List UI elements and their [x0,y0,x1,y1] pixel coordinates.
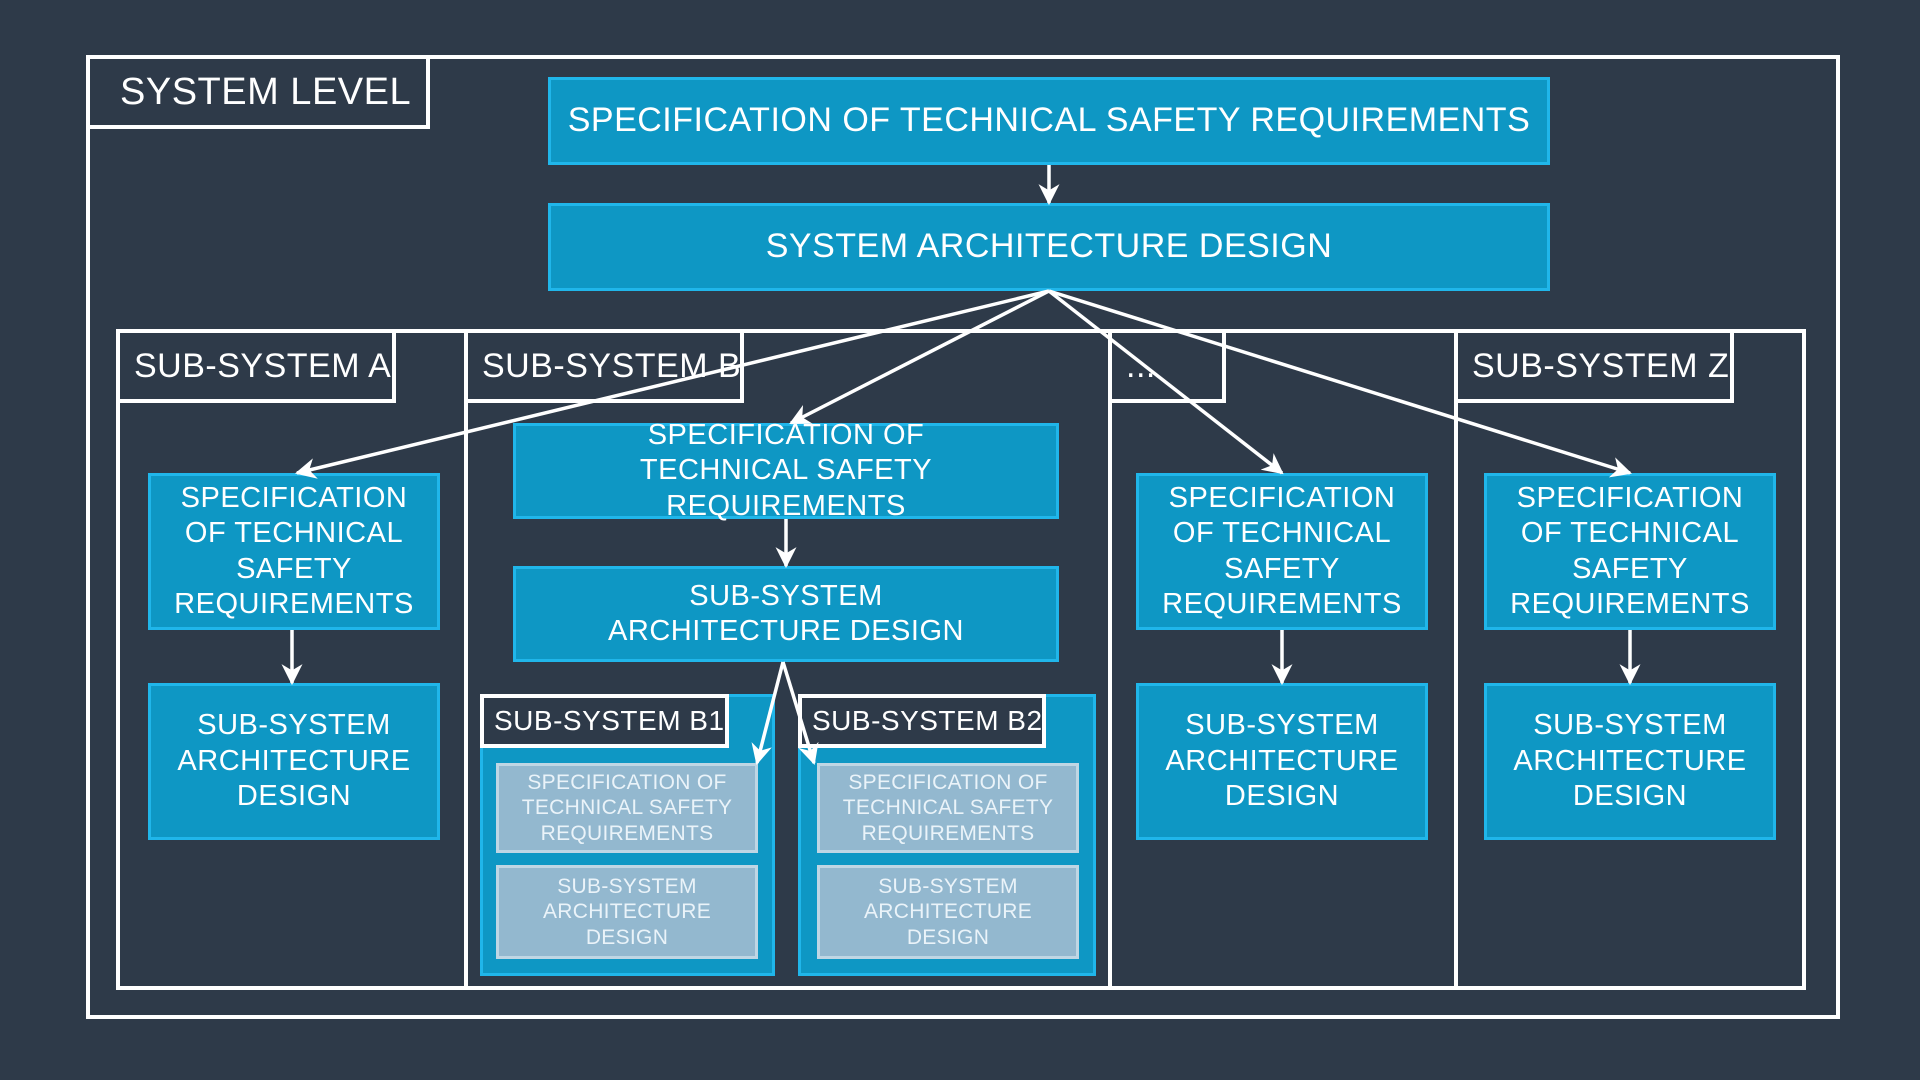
subsystem-z-column [1454,329,1806,990]
subsystem-b2-label: SUB-SYSTEM B2 [798,694,1046,748]
subsystem-ellipsis-spec-box: SPECIFICATION OF TECHNICAL SAFETY REQUIR… [1136,473,1428,630]
subsystem-a-arch-box: SUB-SYSTEM ARCHITECTURE DESIGN [148,683,440,840]
subsystem-z-spec-box: SPECIFICATION OF TECHNICAL SAFETY REQUIR… [1484,473,1776,630]
subsystem-b2-spec-box: SPECIFICATION OF TECHNICAL SAFETY REQUIR… [817,763,1079,853]
subsystem-b-arch-box: SUB-SYSTEM ARCHITECTURE DESIGN [513,566,1059,662]
subsystem-b1-arch-box: SUB-SYSTEM ARCHITECTURE DESIGN [496,865,758,959]
system-spec-box: SPECIFICATION OF TECHNICAL SAFETY REQUIR… [548,77,1550,165]
system-level-label: SYSTEM LEVEL [86,55,430,129]
subsystem-b-spec-box: SPECIFICATION OF TECHNICAL SAFETY REQUIR… [513,419,1059,522]
subsystem-z-label: SUB-SYSTEM Z [1454,329,1734,403]
subsystem-b-label: SUB-SYSTEM B [464,329,744,403]
subsystem-b1-label: SUB-SYSTEM B1 [480,694,729,748]
subsystem-a-label: SUB-SYSTEM A [116,329,396,403]
subsystem-b1-spec-box: SPECIFICATION OF TECHNICAL SAFETY REQUIR… [496,763,758,853]
subsystem-ellipsis-label: ... [1108,329,1226,403]
subsystem-ellipsis-arch-box: SUB-SYSTEM ARCHITECTURE DESIGN [1136,683,1428,840]
subsystem-z-arch-box: SUB-SYSTEM ARCHITECTURE DESIGN [1484,683,1776,840]
system-level-frame [86,55,1840,1019]
subsystem-a-spec-box: SPECIFICATION OF TECHNICAL SAFETY REQUIR… [148,473,440,630]
subsystem-b2-arch-box: SUB-SYSTEM ARCHITECTURE DESIGN [817,865,1079,959]
system-arch-box: SYSTEM ARCHITECTURE DESIGN [548,203,1550,291]
